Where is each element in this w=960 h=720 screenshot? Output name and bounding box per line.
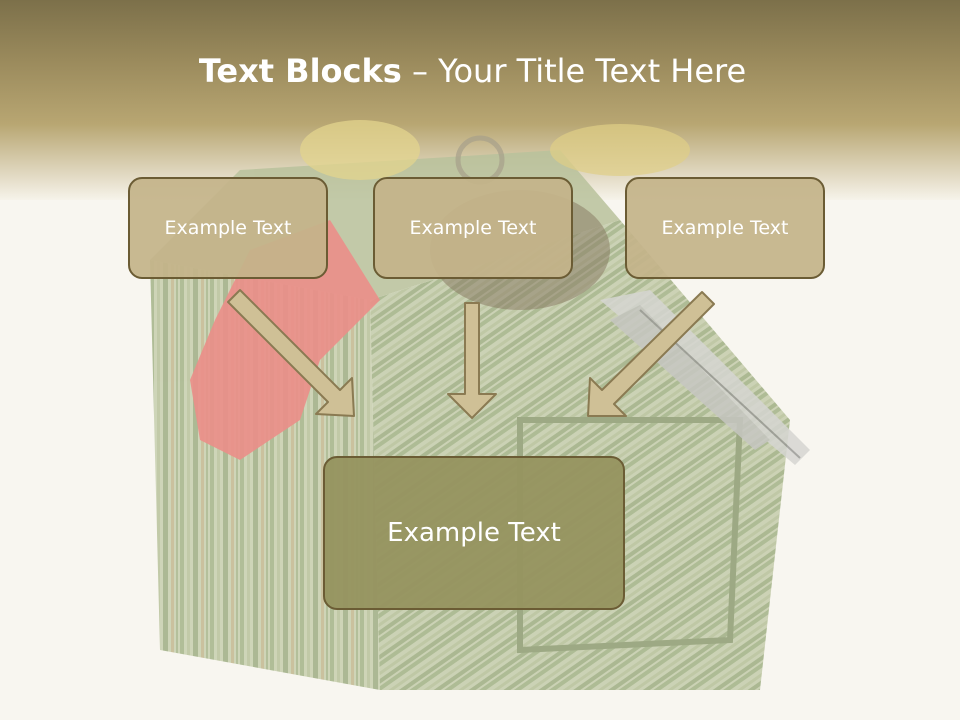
title-bold: Text Blocks [198, 52, 402, 90]
text-block-right-label: Example Text [661, 217, 789, 239]
title-separator: – [401, 52, 439, 90]
text-block-left-label: Example Text [164, 217, 292, 239]
target-text-block[interactable]: Example Text [323, 456, 625, 610]
text-block-right[interactable]: Example Text [625, 177, 825, 279]
arrow-down-icon [447, 302, 497, 419]
slide-title: Text Blocks – Your Title Text Here [0, 52, 945, 90]
title-rest: Your Title Text Here [438, 52, 747, 90]
arrow-down-left-icon [587, 291, 715, 417]
text-block-center-label: Example Text [409, 217, 537, 239]
text-block-left[interactable]: Example Text [128, 177, 328, 279]
text-block-center[interactable]: Example Text [373, 177, 573, 279]
target-text-block-label: Example Text [387, 518, 561, 548]
arrow-down-right-icon [227, 289, 355, 417]
